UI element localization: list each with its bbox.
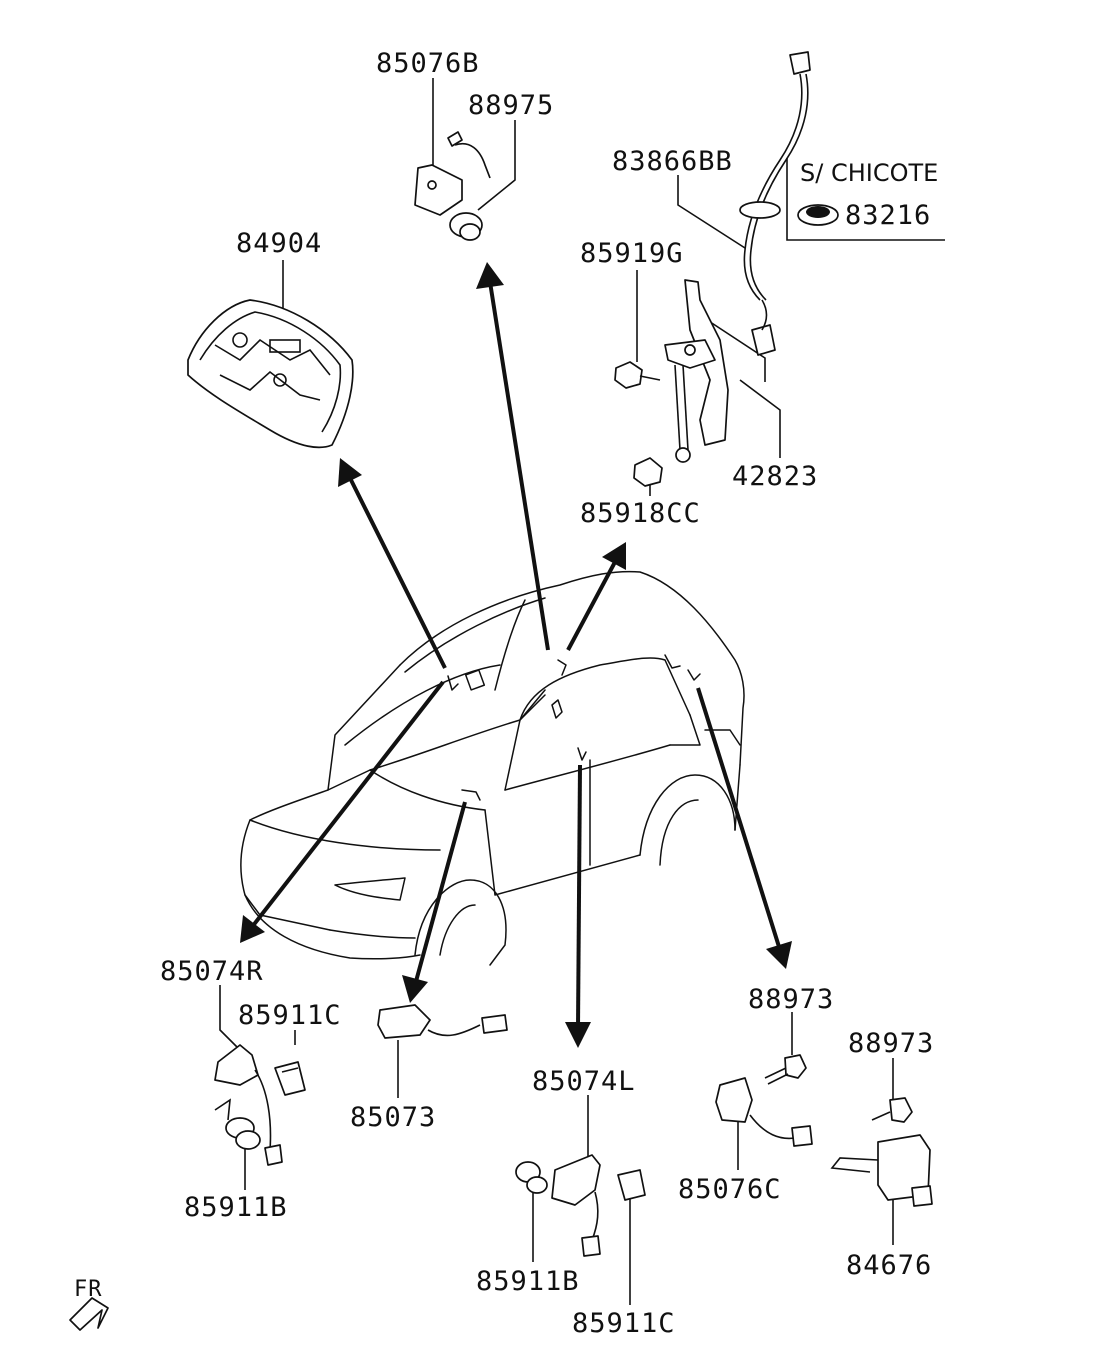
bolt-88973-a-icon [764, 1054, 807, 1085]
front-direction-icon [69, 1297, 109, 1331]
harness-83866BB-icon [739, 51, 811, 356]
label-88973-b: 88973 [848, 1028, 934, 1059]
part-labels: 85076B 88975 83866BB S/ CHICOTE 83216 84… [74, 48, 938, 1339]
level-sensor-42823-icon [664, 279, 729, 463]
label-85074L: 85074L [532, 1066, 636, 1097]
sensor-85074R-icon [214, 1044, 283, 1166]
bolt-85919G-icon [614, 361, 661, 389]
label-83866BB: 83866BB [612, 146, 733, 177]
label-85076B: 85076B [376, 48, 480, 79]
clip-85911B-left-icon [225, 1117, 261, 1150]
label-85919G: 85919G [580, 238, 684, 269]
sensor-bracket-85076B-icon [414, 131, 491, 216]
sensor-85076C-icon [715, 1077, 813, 1147]
label-83216: 83216 [845, 200, 931, 231]
label-85918CC: 85918CC [580, 498, 701, 529]
label-85073: 85073 [350, 1102, 436, 1133]
clip-85911C-left-icon [274, 1061, 306, 1096]
clip-85911C-bottom-icon [617, 1169, 646, 1201]
label-85911C-bottom: 85911C [572, 1308, 676, 1339]
label-85911B-bottom: 85911B [476, 1266, 580, 1297]
label-fr: FR [74, 1277, 103, 1302]
grommet-88975-icon [449, 212, 483, 241]
label-85911C-left: 85911C [238, 1000, 342, 1031]
car-outline [240, 570, 745, 966]
label-84676: 84676 [846, 1250, 932, 1281]
nut-85918CC-icon [633, 457, 663, 487]
bolt-88973-b-icon [871, 1097, 913, 1123]
label-s-chicote: S/ CHICOTE [800, 159, 938, 187]
label-85911B-left: 85911B [184, 1192, 288, 1223]
sensor-85073-icon [377, 1004, 508, 1039]
label-88975: 88975 [468, 90, 554, 121]
clip-85911B-bottom-icon [515, 1161, 548, 1194]
lamp-housing-84904-icon [187, 299, 354, 449]
sensor-85074L-icon [551, 1154, 601, 1257]
pointer-arrows [240, 262, 792, 1048]
label-42823: 42823 [732, 461, 818, 492]
label-85074R: 85074R [160, 956, 264, 987]
label-85076C: 85076C [678, 1174, 782, 1205]
module-84676-icon [830, 1134, 933, 1207]
label-88973-a: 88973 [748, 984, 834, 1015]
label-84904: 84904 [236, 228, 322, 259]
grommet-83216-icon [797, 204, 839, 226]
